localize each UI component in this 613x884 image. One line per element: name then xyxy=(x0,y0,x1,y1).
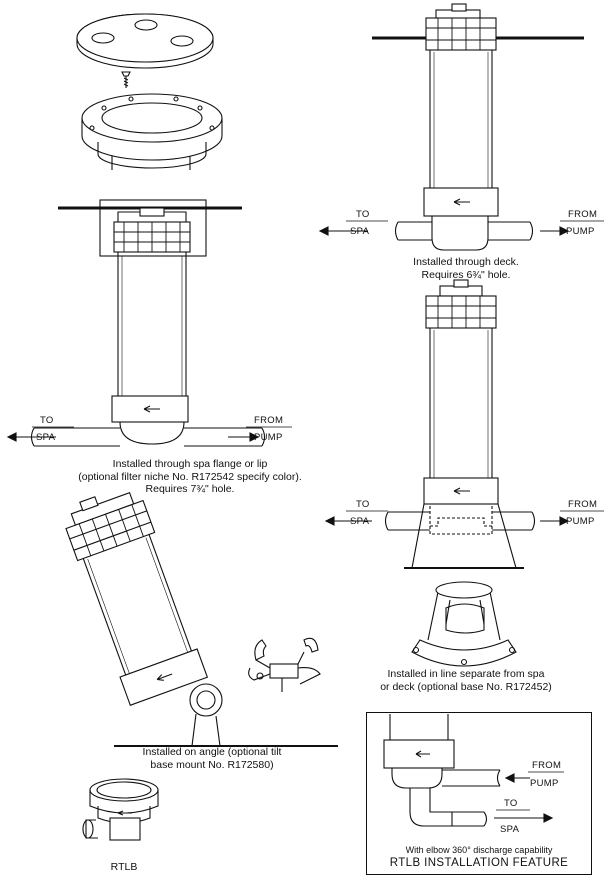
caption-spa-flange-line-1: Installed through spa flange or lip xyxy=(112,458,268,470)
tilt-base-mount xyxy=(248,637,321,692)
to-label-4: TO xyxy=(504,798,518,809)
rtlb-feature-box xyxy=(366,712,592,875)
caption-deck-line-1: Installed through deck. xyxy=(413,256,519,268)
filter-on-angle xyxy=(65,491,338,747)
caption-rtlb: RTLB xyxy=(110,861,138,873)
feature-note: With elbow 360° discharge capability xyxy=(405,845,553,855)
to-spa-arrow-4 xyxy=(494,809,554,823)
pump-label-1: PUMP xyxy=(254,432,283,443)
pump-label-4: PUMP xyxy=(530,778,559,789)
from-label-4: FROM xyxy=(532,760,561,771)
caption-inline: Installed in line separate from spa or d… xyxy=(366,668,566,693)
screw-icon xyxy=(121,71,131,88)
spa-label-2: SPA xyxy=(350,226,370,237)
filter-inline xyxy=(384,279,536,569)
caption-angle-line-1: Installed on angle (optional tilt xyxy=(142,746,282,758)
to-label-1: TO xyxy=(40,415,54,426)
caption-inline-line-1: Installed in line separate from spa xyxy=(387,668,545,680)
niche-lid xyxy=(76,13,214,69)
caption-inline-line-2: or deck (optional base No. R172452) xyxy=(380,680,552,693)
spa-label-3: SPA xyxy=(350,516,370,527)
caption-spa-flange-line-3: Requires 7¾" hole. xyxy=(145,483,235,495)
from-label-2: FROM xyxy=(568,209,597,220)
from-pump-arrow-4 xyxy=(504,771,564,783)
from-label-3: FROM xyxy=(568,499,597,510)
caption-angle: Installed on angle (optional tilt base m… xyxy=(112,746,312,771)
filter-through-spa-flange xyxy=(30,199,266,447)
to-spa-arrow-3 xyxy=(324,510,388,526)
to-label-3: TO xyxy=(356,499,370,510)
spa-label-4: SPA xyxy=(500,824,520,835)
pump-label-2: PUMP xyxy=(566,226,595,237)
optional-base xyxy=(411,581,517,667)
caption-angle-line-2: base mount No. R172580) xyxy=(150,758,274,771)
caption-spa-flange: Installed through spa flange or lip (opt… xyxy=(60,458,320,496)
rtlb-feature-drawing xyxy=(383,714,501,827)
rtlb-part xyxy=(82,778,159,841)
from-pump-arrow-2 xyxy=(540,220,604,236)
from-pump-arrow-1 xyxy=(228,426,292,442)
spa-label-1: SPA xyxy=(36,432,56,443)
feature-title: RTLB INSTALLATION FEATURE xyxy=(389,857,569,869)
caption-deck-line-2: Requires 6¾" hole. xyxy=(421,268,511,281)
from-label-1: FROM xyxy=(254,415,283,426)
to-label-2: TO xyxy=(356,209,370,220)
caption-spa-flange-line-2: (optional filter niche No. R172542 speci… xyxy=(78,470,302,483)
to-spa-arrow-2 xyxy=(318,220,388,236)
pump-label-3: PUMP xyxy=(566,516,595,527)
niche-flange xyxy=(81,93,223,170)
caption-deck: Installed through deck. Requires 6¾" hol… xyxy=(376,256,556,281)
from-pump-arrow-3 xyxy=(540,510,604,526)
filter-through-deck xyxy=(372,3,584,251)
to-spa-arrow-1 xyxy=(6,426,74,442)
